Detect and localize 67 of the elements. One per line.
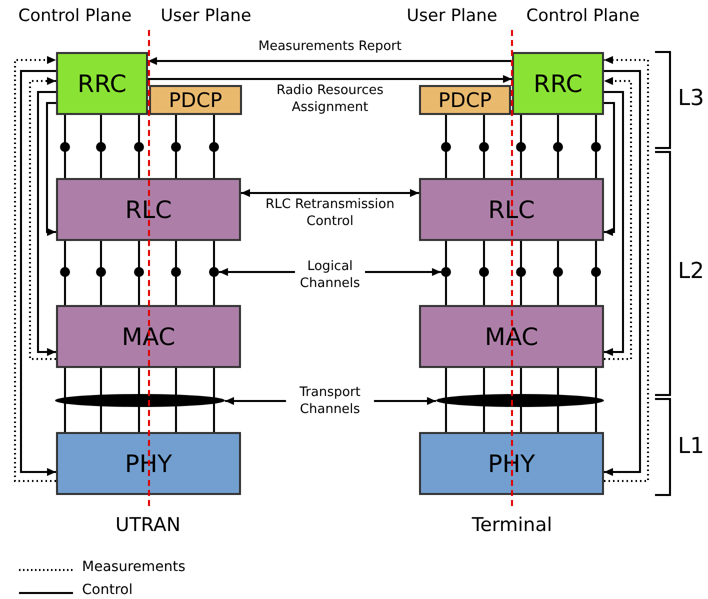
protocol-layer-box: PHY [419,432,604,495]
arrow [604,56,649,482]
channel-line [100,241,102,305]
protocol-layer-box: RRC [56,52,148,115]
leader-arrow [374,397,436,405]
channel-label: Transport Channels [286,382,374,420]
channel-line [64,241,66,305]
channel-line [213,368,215,432]
channel-line [595,241,597,305]
protocol-layer-box: MAC [56,305,241,368]
plane-heading: User Plane [406,6,498,26]
layer-label: L2 [678,259,704,284]
arrow [46,102,56,236]
leader-arrow [365,268,441,276]
channel-dot [209,267,219,277]
channel-line [100,115,102,178]
channel-label: Logical Channels [295,257,365,293]
arrow [20,70,56,476]
plane-heading: User Plane [160,6,252,26]
protocol-layer-box: RRC [512,52,604,115]
channel-line [175,115,177,178]
channel-line [483,241,485,305]
channel-line [595,368,597,432]
channel-line [445,241,447,305]
legend-label: Control [82,582,133,598]
layer-label: L1 [678,434,704,459]
arrow [604,91,624,356]
arrow [148,57,512,65]
channel-line [520,241,522,305]
legend-label: Measurements [82,559,186,575]
protocol-layer-box: RLC [419,178,604,241]
channel-dot [441,267,451,277]
channel-line [445,115,447,178]
channel-line [483,115,485,178]
protocol-layer-box: PDCP [149,85,242,115]
channel-line [138,241,140,305]
channel-line [138,115,140,178]
arrow [37,91,56,356]
protocol-layer-box: RLC [56,178,241,241]
arrow [14,56,56,482]
protocol-layer-box: MAC [419,305,604,368]
channel-line [520,115,522,178]
leader-arrow [225,397,286,405]
protocol-layer-box: PDCP [419,85,511,115]
protocol-layer-box: PHY [56,432,241,495]
channel-line [595,115,597,178]
arrow [241,189,419,197]
arrow [29,77,56,360]
channel-line [64,368,66,432]
layer-label: L3 [678,86,704,111]
side-label: UTRAN [115,514,181,536]
channel-line [175,241,177,305]
leader-arrow [219,268,295,276]
edge-label: Measurements Report [258,38,402,55]
arrow [148,75,512,83]
arrow [604,70,641,476]
channel-line [64,115,66,178]
plane-heading: Control Plane [18,6,132,26]
plane-heading: Control Plane [526,6,640,26]
arrow [604,77,632,360]
channel-line [445,368,447,432]
channel-line [557,241,559,305]
channel-line [213,115,215,178]
channel-line [557,115,559,178]
side-label: Terminal [472,514,552,536]
arrow [604,102,615,236]
channel-line [213,241,215,305]
